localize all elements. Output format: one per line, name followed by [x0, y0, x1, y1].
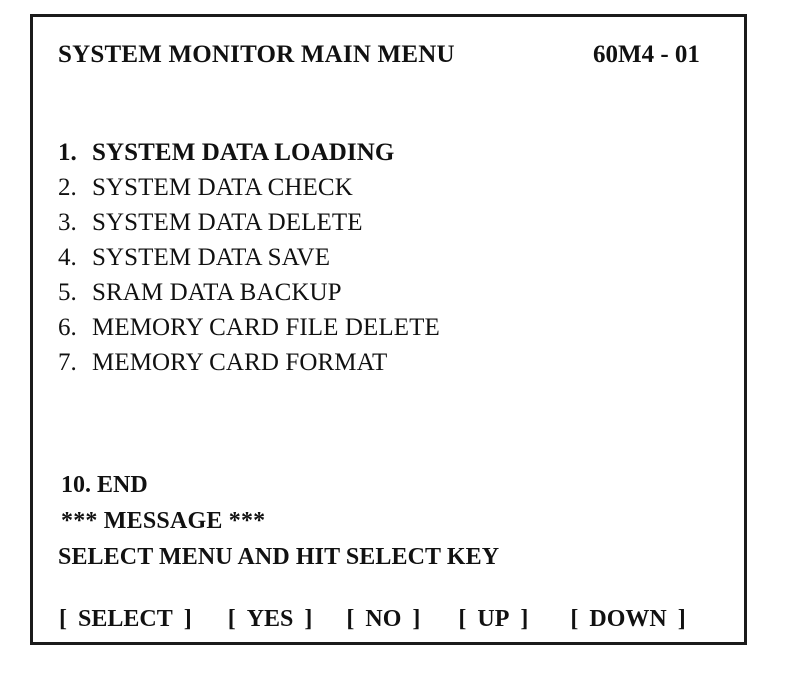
- menu-item-label: MEMORY CARD FORMAT: [92, 349, 388, 376]
- softkey-down[interactable]: [ DOWN ]: [568, 606, 687, 633]
- softkey-bracket-open: [: [346, 605, 355, 632]
- main-menu-list: 1. SYSTEM DATA LOADING 2. SYSTEM DATA CH…: [58, 139, 724, 384]
- screen-header: SYSTEM MONITOR MAIN MENU 60M4 - 01: [58, 35, 722, 75]
- menu-item-number: 4.: [58, 244, 77, 271]
- menu-item-label: MEMORY CARD FILE DELETE: [92, 314, 440, 341]
- menu-item-label: SYSTEM DATA SAVE: [92, 244, 331, 271]
- menu-item-memory-card-file-delete[interactable]: 6. MEMORY CARD FILE DELETE: [58, 314, 724, 349]
- menu-item-number: 1.: [58, 139, 77, 166]
- softkey-bracket-close: ]: [677, 605, 686, 632]
- menu-item-number: 6.: [58, 314, 77, 341]
- screen-frame: SYSTEM MONITOR MAIN MENU 60M4 - 01 1. SY…: [30, 14, 747, 645]
- softkey-bracket-close: ]: [412, 605, 421, 632]
- softkey-label: DOWN: [589, 605, 667, 632]
- menu-item-number: 3.: [58, 209, 77, 236]
- softkey-bracket-open: [: [570, 605, 579, 632]
- menu-item-system-data-save[interactable]: 4. SYSTEM DATA SAVE: [58, 244, 724, 279]
- softkey-label: NO: [365, 605, 402, 632]
- menu-item-number: 7.: [58, 349, 77, 376]
- softkey-yes[interactable]: [ YES ]: [226, 606, 315, 633]
- softkey-bracket-close: ]: [520, 605, 529, 632]
- softkey-up[interactable]: [ UP ]: [456, 606, 530, 633]
- softkey-label: SELECT: [78, 605, 173, 632]
- page-title: SYSTEM MONITOR MAIN MENU: [58, 41, 455, 68]
- menu-item-number: 2.: [58, 174, 77, 201]
- softkey-label: YES: [246, 605, 294, 632]
- softkey-bracket-open: [: [227, 605, 236, 632]
- menu-item-label: SYSTEM DATA DELETE: [92, 209, 363, 236]
- menu-item-end[interactable]: 10. END: [61, 471, 148, 498]
- softkey-bar: [ SELECT ] [ YES ] [ NO ] [ UP ] [ D: [53, 595, 730, 643]
- menu-item-label: SRAM DATA BACKUP: [92, 279, 342, 306]
- softkey-bracket-close: ]: [183, 605, 192, 632]
- screen-code-label: 60M4 - 01: [593, 41, 700, 68]
- menu-item-memory-card-format[interactable]: 7. MEMORY CARD FORMAT: [58, 349, 724, 384]
- message-area: 10. END *** MESSAGE *** SELECT MENU AND …: [58, 467, 724, 575]
- menu-item-system-data-check[interactable]: 2. SYSTEM DATA CHECK: [58, 174, 724, 209]
- softkey-select[interactable]: [ SELECT ]: [57, 606, 194, 633]
- menu-item-number: 5.: [58, 279, 77, 306]
- menu-item-sram-data-backup[interactable]: 5. SRAM DATA BACKUP: [58, 279, 724, 314]
- softkey-no[interactable]: [ NO ]: [344, 606, 422, 633]
- softkey-bracket-open: [: [59, 605, 67, 632]
- softkey-bracket-close: ]: [304, 605, 313, 632]
- menu-item-label: SYSTEM DATA LOADING: [92, 139, 395, 166]
- menu-item-label: SYSTEM DATA CHECK: [92, 174, 353, 201]
- softkey-label: UP: [477, 605, 510, 632]
- menu-item-system-data-delete[interactable]: 3. SYSTEM DATA DELETE: [58, 209, 724, 244]
- softkey-bracket-open: [: [458, 605, 467, 632]
- message-text: SELECT MENU AND HIT SELECT KEY: [58, 543, 500, 570]
- message-header: *** MESSAGE ***: [61, 507, 266, 534]
- menu-item-system-data-loading[interactable]: 1. SYSTEM DATA LOADING: [58, 139, 724, 174]
